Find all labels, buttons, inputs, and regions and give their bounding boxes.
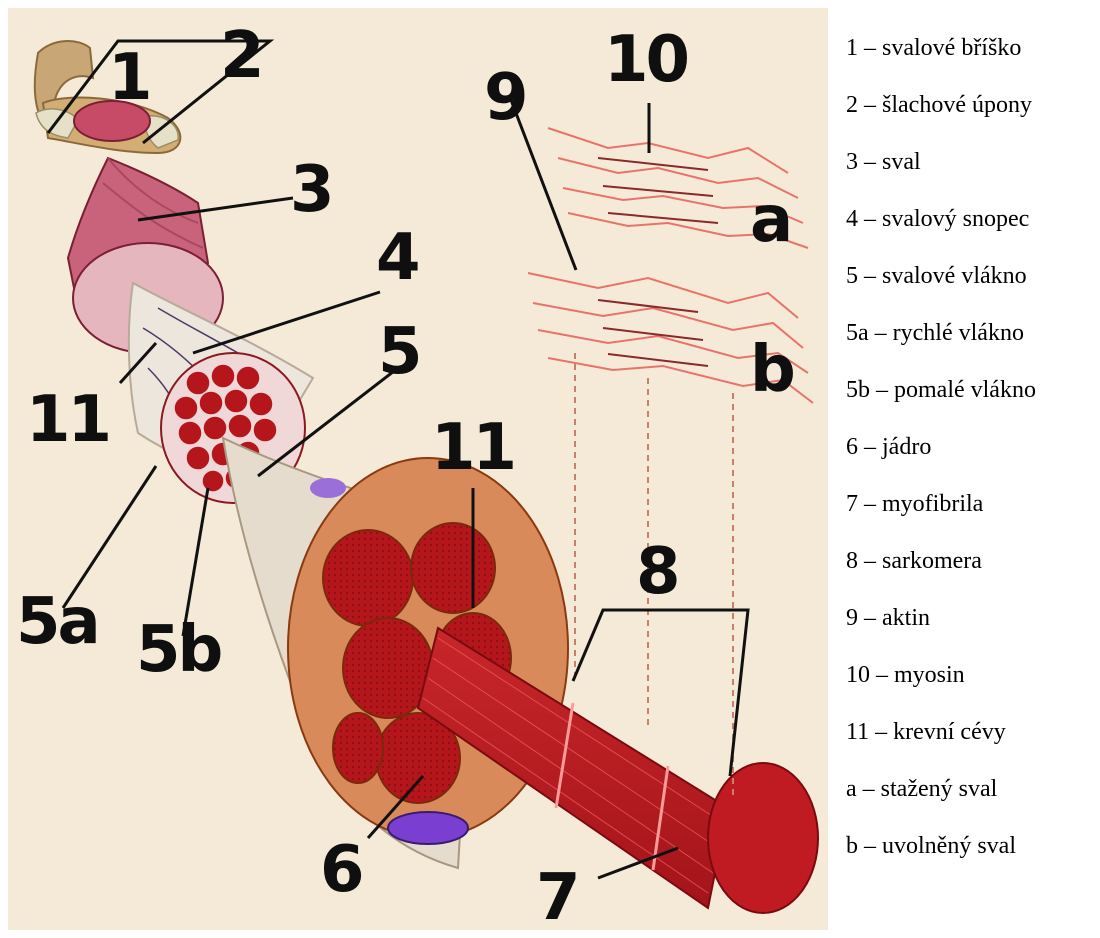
legend-item-10: 10 – myosin bbox=[846, 661, 965, 689]
legend-item-9: 9 – aktin bbox=[846, 604, 930, 632]
label-7: 7 bbox=[536, 866, 578, 930]
legend-item-3: 3 – sval bbox=[846, 148, 921, 176]
anatomy-drawing bbox=[8, 8, 828, 930]
legend-item-6: 6 – jádro bbox=[846, 433, 931, 461]
legend-item-7: 7 – myofibrila bbox=[846, 490, 983, 518]
label-10: 10 bbox=[604, 28, 687, 92]
legend-item-5: 5 – svalové vlákno bbox=[846, 262, 1027, 290]
label-9: 9 bbox=[484, 66, 526, 130]
legend-item-11: 11 – krevní cévy bbox=[846, 718, 1006, 746]
legend-item-4: 4 – svalový snopec bbox=[846, 205, 1029, 233]
legend-item-5a: 5a – rychlé vlákno bbox=[846, 319, 1024, 347]
label-a: a bbox=[750, 188, 790, 252]
label-5b: 5b bbox=[136, 618, 220, 682]
legend-item-a: a – stažený sval bbox=[846, 775, 997, 803]
label-5: 5 bbox=[378, 320, 420, 384]
myofibril-end bbox=[708, 763, 818, 913]
legend-item-5b: 5b – pomalé vlákno bbox=[846, 376, 1036, 404]
muscle-anatomy-illustration: 1 2 3 4 5 11 11 5a 5b 6 7 8 9 10 a b bbox=[8, 8, 828, 930]
legend: 1 – svalové bříško 2 – šlachové úpony 3 … bbox=[836, 0, 1100, 938]
legend-item-1: 1 – svalové bříško bbox=[846, 34, 1021, 62]
legend-item-8: 8 – sarkomera bbox=[846, 547, 982, 575]
label-11-right: 11 bbox=[431, 416, 514, 480]
label-b: b bbox=[750, 338, 793, 402]
legend-item-2: 2 – šlachové úpony bbox=[846, 91, 1032, 119]
label-8: 8 bbox=[636, 540, 678, 604]
label-3: 3 bbox=[290, 158, 332, 222]
label-11-left: 11 bbox=[26, 388, 109, 452]
label-1: 1 bbox=[108, 46, 150, 110]
label-2: 2 bbox=[220, 24, 262, 88]
nucleus bbox=[388, 812, 468, 844]
label-5a: 5a bbox=[16, 590, 98, 654]
legend-item-b: b – uvolněný sval bbox=[846, 832, 1016, 860]
label-4: 4 bbox=[376, 226, 418, 290]
label-6: 6 bbox=[320, 838, 362, 902]
